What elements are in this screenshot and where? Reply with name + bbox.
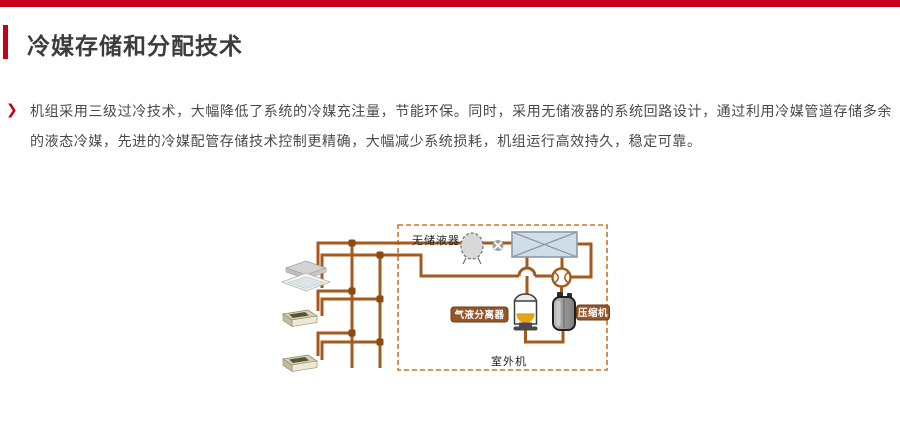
pipe-junctions xyxy=(348,239,384,346)
outdoor-unit-label: 室外机 xyxy=(491,354,527,368)
pipe-branch-unit2-a xyxy=(316,289,352,311)
pipe-crossover-bridge xyxy=(517,266,537,277)
pipe-network xyxy=(316,241,593,368)
section-title-row: 冷媒存储和分配技术 xyxy=(0,25,900,61)
chevron-bullet-icon: ❯ xyxy=(6,101,18,117)
pipe-branch-unit3-a xyxy=(316,331,352,356)
heat-exchanger-icon xyxy=(511,231,578,258)
valve-icon xyxy=(492,240,504,251)
accumulator-ghost-icon xyxy=(460,232,484,265)
top-red-rule xyxy=(0,0,900,7)
pipe-branch-unit3-b xyxy=(320,340,380,360)
page-title: 冷媒存储和分配技术 xyxy=(27,33,243,59)
gas-liquid-separator-icon xyxy=(513,293,538,331)
duct-indoor-unit-icon xyxy=(281,309,319,328)
compressor-icon xyxy=(552,292,576,331)
accumulator-label: 无储液器 xyxy=(412,233,460,247)
compressor-badge: 压缩机 xyxy=(576,304,610,321)
pipe-gas-main xyxy=(320,253,519,288)
compressor-badge-label: 压缩机 xyxy=(578,307,608,319)
pipe-liquid-main xyxy=(316,241,513,270)
pipe-suction-u xyxy=(524,329,565,344)
pipe-hx-right-loop xyxy=(571,242,593,279)
refrigerant-circuit-diagram: 无储液器 气液分离器 压缩机 室外机 xyxy=(270,210,615,380)
duct-indoor-unit-icon xyxy=(281,354,319,373)
four-way-valve-icon xyxy=(551,267,572,288)
separator-badge: 气液分离器 xyxy=(450,306,509,323)
pipe-branch-unit2-b xyxy=(320,297,380,316)
diagram-svg: 无储液器 气液分离器 压缩机 室外机 xyxy=(280,224,610,373)
separator-badge-label: 气液分离器 xyxy=(453,309,504,321)
intro-paragraph: 机组采用三级过冷技术，大幅降低了系统的冷媒充注量，节能环保。同时，采用无储液器的… xyxy=(30,103,892,149)
title-accent-bar xyxy=(3,25,8,59)
cassette-indoor-unit-icon xyxy=(280,260,332,292)
outdoor-unit-dashed-box xyxy=(397,224,608,371)
